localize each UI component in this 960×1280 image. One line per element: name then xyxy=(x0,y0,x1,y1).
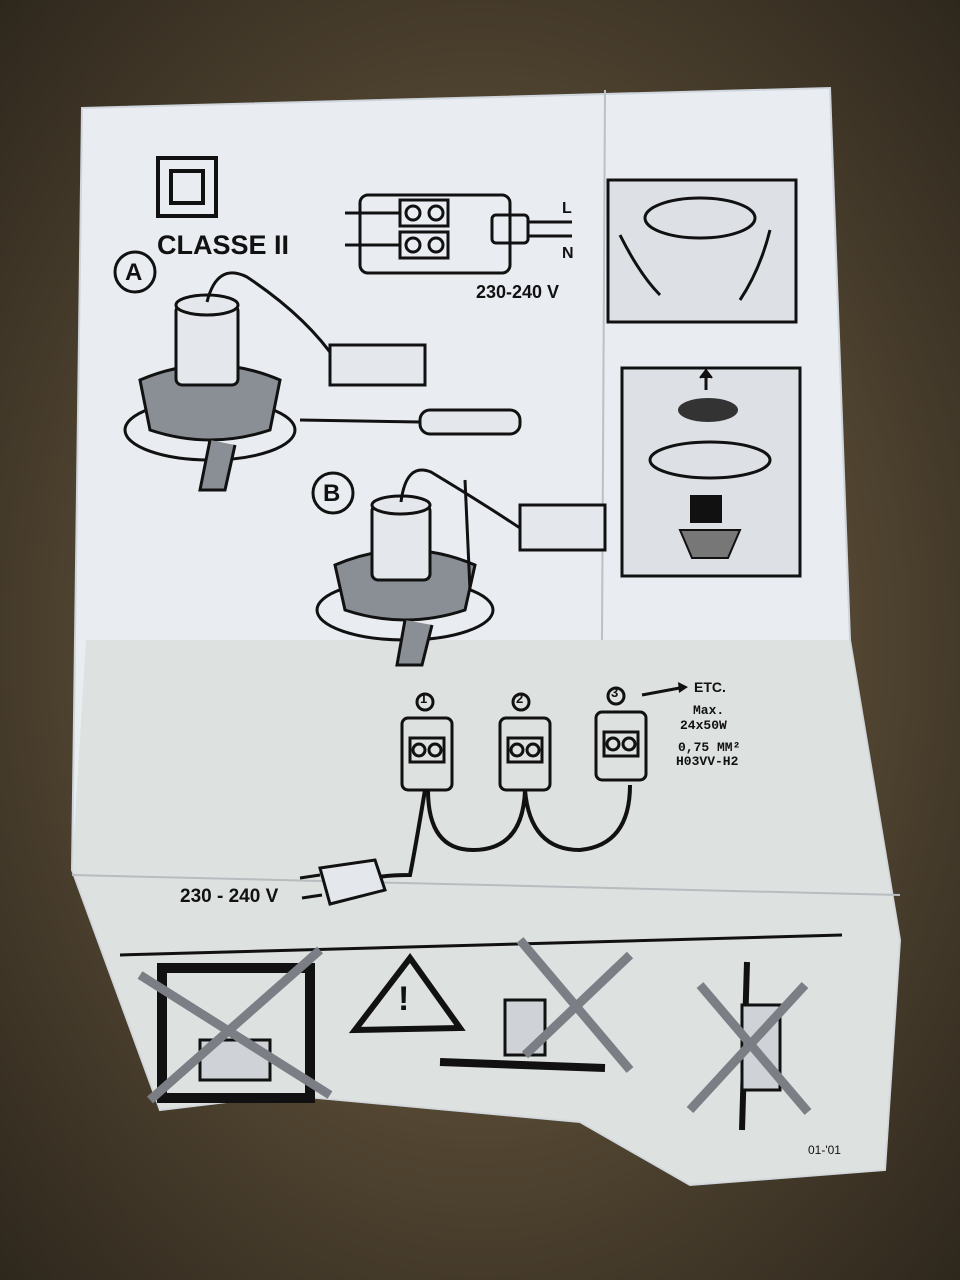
step-b-label: B xyxy=(323,480,341,507)
etc-label: ETC. xyxy=(694,679,726,695)
no-tilt-drawing xyxy=(439,937,634,1073)
terminal-block-diagram xyxy=(345,193,572,275)
max-label: Max. xyxy=(693,703,725,718)
warning-exclamation: ! xyxy=(398,980,410,1018)
step-a-circle xyxy=(113,250,157,294)
screwdriver-icon xyxy=(299,408,522,436)
etc-arrow-icon xyxy=(641,685,686,697)
class-ii-label: CLASSE II xyxy=(157,230,290,260)
unit-number-1: 1 xyxy=(420,691,428,706)
fold-line-horizontal xyxy=(71,874,901,896)
terminal-l-label: L xyxy=(562,200,572,217)
wire-section-label: 0,75 MM² xyxy=(678,740,741,755)
unit-number-3: 3 xyxy=(611,685,619,700)
downlight-a-drawing xyxy=(123,271,427,492)
unit-number-2: 2 xyxy=(516,691,524,706)
max-load-label: 24x50W xyxy=(680,718,727,733)
class-ii-symbol xyxy=(156,156,218,218)
paper-shadow xyxy=(72,640,900,1185)
no-insulation-cover-drawing xyxy=(137,946,333,1104)
section-divider xyxy=(119,933,843,957)
step-a-label: A xyxy=(125,259,143,286)
cable-type-label: H03VV-H2 xyxy=(676,754,739,769)
voltage-bottom-label: 230 - 240 V xyxy=(180,886,279,907)
revision-label: 01-'01 xyxy=(808,1143,841,1157)
photo-lamp-removal-top xyxy=(606,178,798,324)
step-b-circle xyxy=(311,471,355,515)
warning-triangle-icon xyxy=(348,952,466,1034)
no-wall-mount-drawing xyxy=(686,961,812,1131)
plug-icon xyxy=(299,858,387,906)
hands-icon xyxy=(618,229,772,301)
lamp-ring-icon xyxy=(643,196,757,240)
downlight-b-drawing xyxy=(315,468,607,667)
terminal-n-label: N xyxy=(562,245,574,262)
voltage-top-label: 230-240 V xyxy=(476,282,560,302)
